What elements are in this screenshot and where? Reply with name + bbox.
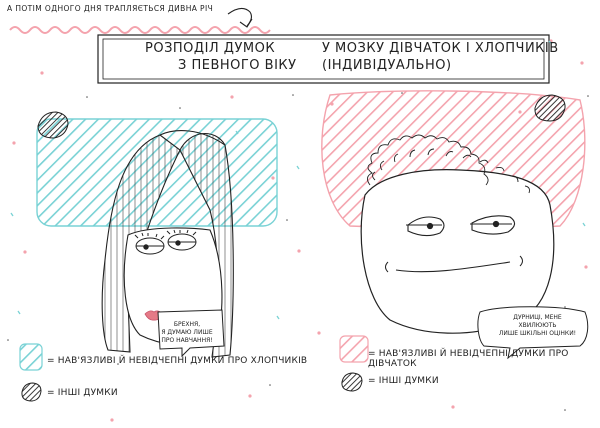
girl-legend-other: = ІНШІ ДУМКИ xyxy=(47,388,118,398)
intro-caption: А ПОТІМ ОДНОГО ДНЯ ТРАПЛЯЄТЬСЯ ДИВНА РІЧ xyxy=(7,4,214,13)
boy-speech-line2: ЛИШЕ ШКІЛЬНІ ОЦІНКИ! xyxy=(498,330,577,337)
girl-speech-line1: БРЕХНЯ, xyxy=(173,321,201,328)
banner-left-line2: З ПЕВНОГО ВІКУ xyxy=(178,58,297,73)
legend-swatch-pink xyxy=(339,335,369,363)
girl-other-thoughts-blob xyxy=(37,111,69,139)
boy-cheek xyxy=(385,255,523,273)
pink-scribble xyxy=(9,26,271,34)
boy-eyes xyxy=(406,215,516,237)
girl-eyes xyxy=(134,229,197,255)
girl-speech-line2: Я ДУМАЮ ЛИШЕ xyxy=(161,329,213,336)
boy-legend-main: = НАВ'ЯЗЛИВІ Й НЕВІДЧЕПНІ ДУМКИ ПРО ДІВЧ… xyxy=(368,349,569,369)
legend-swatch-ink xyxy=(21,382,42,402)
girl-legend-main: = НАВ'ЯЗЛИВІ Й НЕВІДЧЕПНІ ДУМКИ ПРО ХЛОП… xyxy=(47,356,308,366)
girl-speech-line3: ПРО НАВЧАННЯ! xyxy=(161,337,213,344)
boy-other-thoughts-blob xyxy=(534,94,566,122)
girl-speech-text: БРЕХНЯ, Я ДУМАЮ ЛИШЕ ПРО НАВЧАННЯ! xyxy=(157,321,217,345)
banner-right-line1: У МОЗКУ ДІВЧАТОК І ХЛОПЧИКІВ xyxy=(322,41,559,56)
boy-face xyxy=(360,169,555,334)
boy-legend-other: = ІНШІ ДУМКИ xyxy=(368,376,439,386)
girl-speech-bubble xyxy=(157,309,225,358)
boy-mouth xyxy=(395,261,511,273)
boy-speech-bubble xyxy=(477,306,589,360)
boy-speech-text: ДУРНИЦІ, МЕНЕ ХВИЛЮЮТЬ ЛИШЕ ШКІЛЬНІ ОЦІН… xyxy=(495,314,580,338)
banner-left-line1: РОЗПОДІЛ ДУМОК xyxy=(145,41,276,56)
curved-arrow-icon xyxy=(227,7,253,28)
legend-swatch-blue xyxy=(19,343,43,371)
banner-right-line2: (ІНДИВІДУАЛЬНО) xyxy=(322,58,452,73)
boy-speech-line1: ДУРНИЦІ, МЕНЕ ХВИЛЮЮТЬ xyxy=(513,314,562,329)
boy-hair xyxy=(367,134,530,194)
banner-frame xyxy=(97,34,550,84)
legend-swatch-ink-right xyxy=(341,372,363,392)
